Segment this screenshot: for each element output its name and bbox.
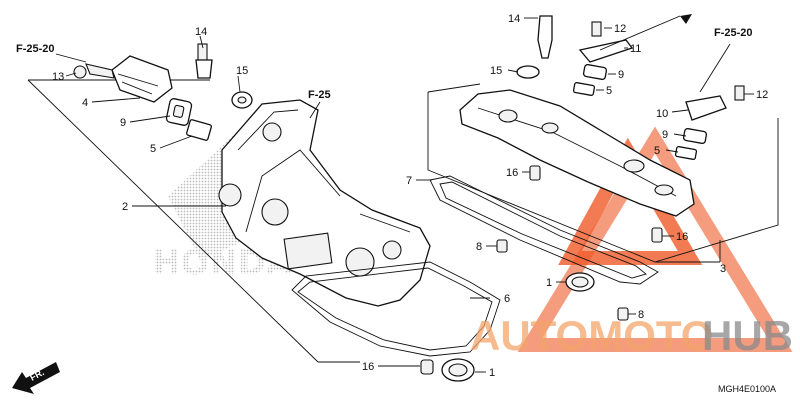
callout-12-right: 12 [614,23,626,35]
front-arrow-icon [12,362,60,394]
leader-line [159,135,193,149]
callout-4: 4 [82,97,88,109]
bracket-11 [578,39,634,63]
callout-16-right-b: 16 [676,231,688,243]
spark-plug-hole [218,183,242,207]
bolt-12 [591,21,602,37]
head-cover-gasket-right [429,175,659,285]
callout-16: 16 [362,361,374,373]
spark-plug-hole [382,240,402,260]
seal-ring-inner [448,363,468,377]
reference-leader [599,15,681,51]
watermark-brand: AUTOMOTO HUB [470,312,793,359]
head-cover-gasket [291,261,501,357]
leader-line [671,109,689,113]
spark-plug-hole [345,247,375,277]
callout-11: 11 [630,43,641,55]
collar [420,359,434,375]
coil-ribs [117,73,159,95]
callout-9-right: 9 [618,69,624,81]
head-cover-gasket-right-inner [439,181,647,279]
bolt-14-body [195,59,213,79]
cover-ribs [237,109,411,233]
bolt-14-right [537,15,553,59]
leader-line [129,115,171,123]
leader-line [665,149,679,153]
callout-9-right-b: 9 [662,129,668,141]
callout-10: 10 [656,108,668,120]
callout-2: 2 [122,201,128,213]
callout-3: 3 [720,263,726,275]
bolt-12 [734,85,745,101]
washer-15-hole [237,96,247,104]
diagram-code: MGH4E0100A [718,384,776,394]
collar-right [529,165,541,181]
leader-line [199,35,204,49]
callout-15: 15 [236,65,248,77]
leader-line [91,97,141,103]
callout-6: 6 [504,293,510,305]
connector-5 [186,119,212,141]
breather-chamber [283,232,333,270]
callout-14-right: 14 [508,13,520,25]
collar-right [651,227,663,243]
cover-hole [623,159,645,173]
watermark-brand-part1: AUTOMOTO [470,312,713,359]
reference-leader [699,43,731,93]
cover-boss [262,122,282,142]
leader-line [309,101,321,119]
seal-ring-right-inner [571,276,589,288]
right-cover-group [416,14,779,321]
callout-8-right: 8 [638,309,644,321]
coil-boot [85,63,115,79]
cover-hole [498,109,518,123]
bolt-13 [73,65,87,79]
bracket-10 [685,95,727,121]
callout-5-right-b: 5 [654,145,660,157]
washer-15-right [516,65,540,79]
callout-16-right: 16 [506,167,518,179]
frame-line [427,83,481,93]
callout-5: 5 [150,143,156,155]
leader-line [55,53,87,63]
reference-center: F-25 [308,89,331,101]
leader-line [237,75,241,93]
grommet-9-right [582,64,608,80]
reference-left: F-25-20 [16,43,55,55]
dowel-pin [496,239,508,253]
callout-labels: 14 15 13 4 9 5 2 16 6 1 14 12 11 15 9 5 … [16,13,768,379]
callout-13: 13 [52,71,64,83]
grommet-9-right [682,128,708,144]
leader-line [673,133,687,137]
frame-line [27,79,319,363]
reference-arrowhead [680,14,692,24]
ignition-coil [111,55,173,103]
spark-plug-hole [261,198,289,226]
leader-line [507,69,519,73]
callout-5-right: 5 [606,85,612,97]
head-cover-gasket-inner [297,267,493,351]
callout-15-right: 15 [490,65,502,77]
connector-5-right [674,146,698,160]
cover-hole [541,122,559,134]
callout-9: 9 [120,117,126,129]
callout-1: 1 [489,367,495,379]
cover-hole [654,184,674,196]
watermark-brand-part2: HUB [702,312,793,359]
left-cover-group [27,35,501,382]
callout-1-right: 1 [546,277,552,289]
callout-14: 14 [195,26,207,38]
callout-8: 8 [476,241,482,253]
connector-5-right [572,82,596,96]
watermark-triangle-large [517,126,793,352]
callout-12-right-b: 12 [756,89,768,101]
front-arrow: FR. [12,362,60,394]
leader-line [65,72,77,77]
reference-right: F-25-20 [714,27,753,39]
grommet-9-hole [172,104,185,118]
callout-7: 7 [406,175,412,187]
